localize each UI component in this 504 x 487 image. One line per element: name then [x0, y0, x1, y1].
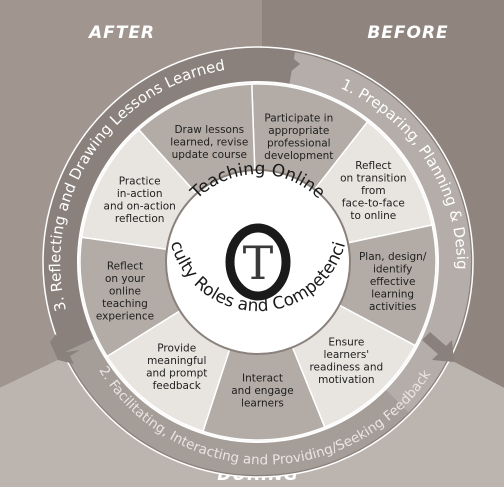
- segment-line: identify: [373, 263, 412, 275]
- segment-line: learning: [371, 288, 414, 300]
- segment-line: appropriate: [268, 125, 329, 137]
- segment-line: readiness and: [309, 361, 383, 373]
- segment-line: and on-action: [104, 200, 176, 212]
- segment-line: development: [264, 150, 333, 162]
- segment-line: activities: [369, 301, 416, 313]
- right-arrow-icon: [422, 332, 454, 362]
- segment-line: Ensure: [328, 336, 364, 348]
- segment-line: Reflect: [355, 160, 391, 172]
- segment-line: meaningful: [147, 355, 206, 367]
- left-arrow-icon: [50, 334, 80, 364]
- logo-o-ring: [225, 223, 291, 301]
- segment-line: experience: [96, 310, 154, 322]
- segment-line: learners': [323, 349, 369, 361]
- segment-line: online: [109, 285, 141, 297]
- top-arrow-icon: [230, 51, 300, 77]
- segment-line: Plan, design/: [359, 251, 427, 263]
- segment-line: Practice: [119, 175, 161, 187]
- ot-logo: T: [225, 223, 291, 301]
- segment-line: learners: [241, 397, 284, 409]
- segment-line: to online: [350, 210, 396, 222]
- segment-line: and engage: [231, 385, 293, 397]
- segment-line: face-to-face: [342, 197, 405, 209]
- ring-highlight-during: [64, 338, 409, 475]
- segment-line: effective: [370, 276, 416, 288]
- segment-line: teaching: [102, 298, 148, 310]
- segment-line: in-action: [117, 188, 163, 200]
- segment-line: Participate in: [264, 113, 333, 125]
- center-circle: [165, 169, 351, 355]
- segment-line: update course: [172, 149, 247, 161]
- segment-line: feedback: [153, 380, 202, 392]
- logo-letter: T: [243, 236, 274, 290]
- before-title: BEFORE: [367, 23, 448, 43]
- segment-line: on your: [105, 273, 146, 285]
- segment-line: Draw lessons: [174, 124, 244, 136]
- segment-line: reflection: [115, 213, 165, 225]
- ring-highlights: [64, 52, 472, 475]
- segment-line: motivation: [318, 374, 374, 386]
- ring-highlight-before: [289, 52, 472, 413]
- segment-line: and prompt: [146, 367, 207, 379]
- segment-line: learned, revise: [170, 136, 248, 148]
- segment-line: on transition: [340, 172, 406, 184]
- segment-line: Provide: [157, 342, 196, 354]
- segment-line: Interact: [242, 372, 283, 384]
- segment-line: professional: [267, 138, 331, 150]
- after-title: AFTER: [87, 23, 155, 43]
- segment-line: from: [361, 185, 385, 197]
- cycle-arrows: [50, 51, 454, 364]
- segment-line: Reflect: [107, 260, 143, 272]
